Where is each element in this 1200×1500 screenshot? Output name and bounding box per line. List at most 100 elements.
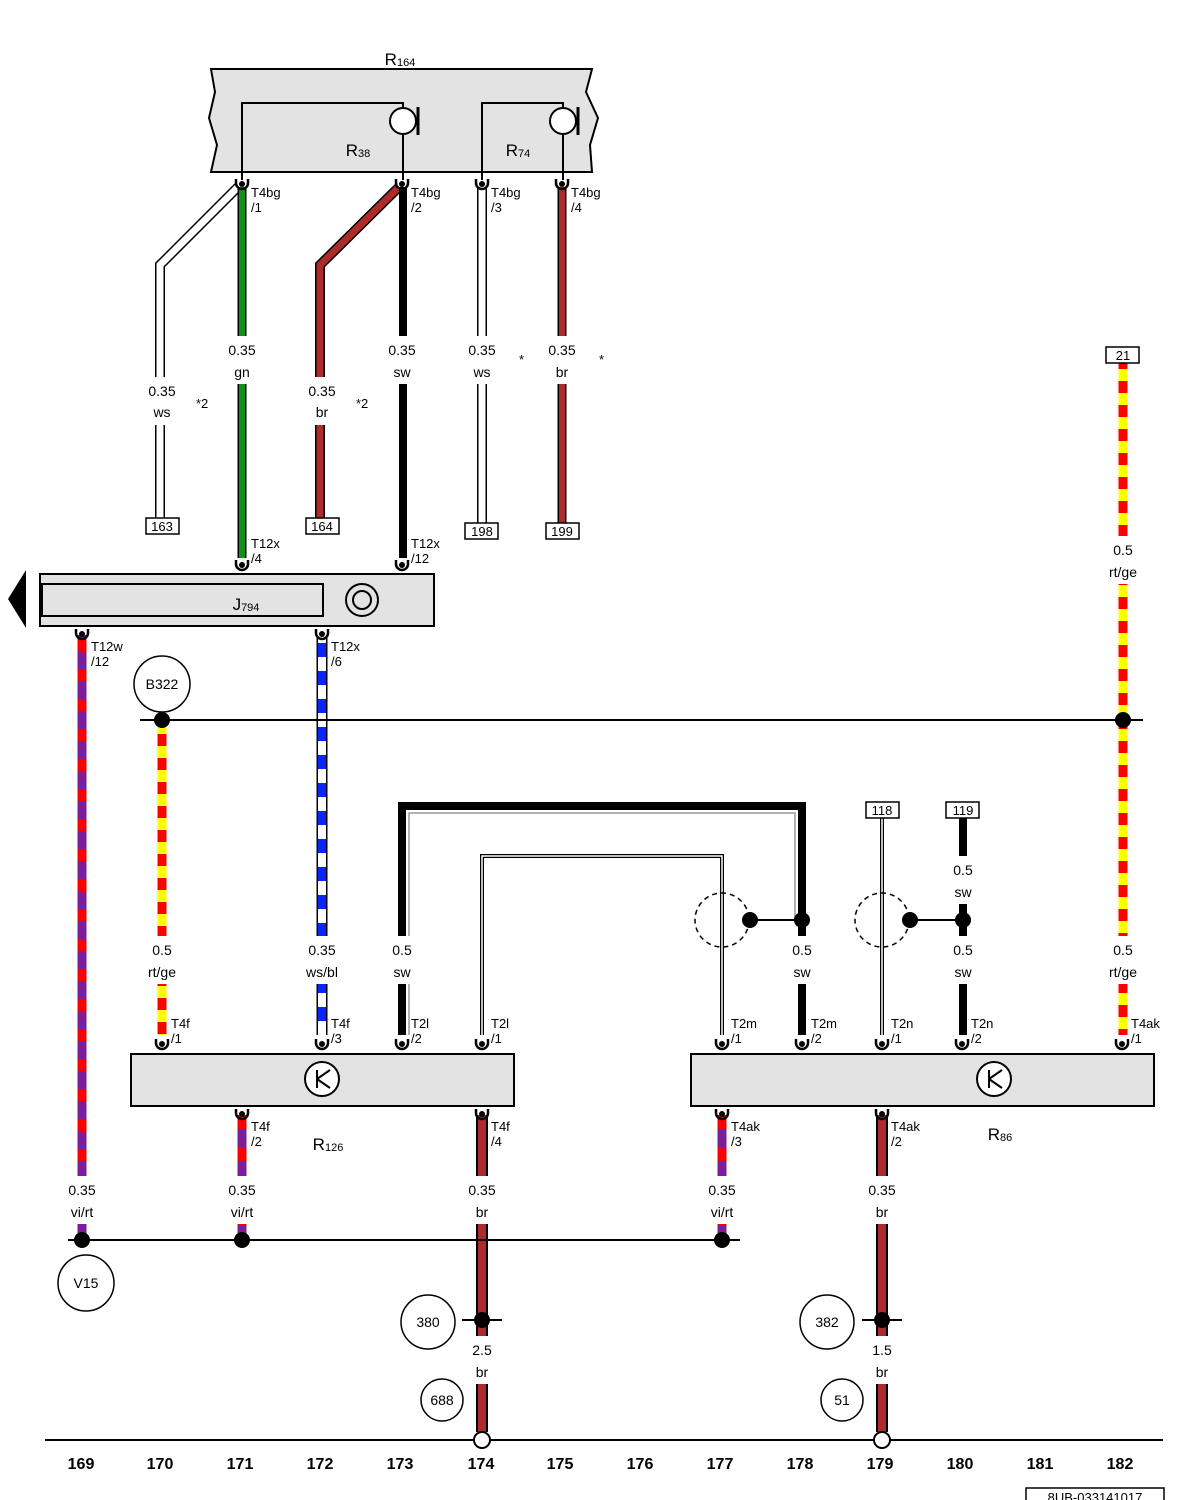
svg-text:0.35: 0.35 [228,342,255,358]
svg-text:51: 51 [834,1392,850,1408]
conn-t12w-12: T12w/12 [91,639,123,669]
svg-text:gn: gn [234,364,250,380]
r86-unit [690,1053,1155,1107]
col-173: 173 [387,1456,414,1473]
circle-v15: V15 [57,1254,115,1312]
svg-text:ws/bl: ws/bl [305,964,338,980]
col-176: 176 [627,1456,654,1473]
label-w12: 0.5sw [943,856,983,904]
ground-line [45,1431,1163,1449]
r126-label: R126 [313,1135,344,1154]
conn-t2n-1: T2n/1 [891,1016,913,1046]
wire-sw-loop [398,802,806,1035]
svg-text:rt/ge: rt/ge [1109,564,1137,580]
svg-text:br: br [876,1364,889,1380]
j794-label: J794 [233,595,260,614]
svg-text:br: br [876,1204,889,1220]
conn-t4bg-4: T4bg/4 [571,185,601,215]
label-w11: 0.5sw [782,936,822,984]
col-175: 175 [547,1456,574,1473]
j794-unit [8,570,435,628]
svg-text:vi/rt: vi/rt [71,1204,94,1220]
svg-text:21: 21 [1116,348,1130,363]
svg-text:br: br [476,1204,489,1220]
svg-text:B322: B322 [146,676,179,692]
svg-text:br: br [556,364,569,380]
svg-text:198: 198 [471,524,493,539]
ref-21: 21 [1105,346,1140,364]
svg-text:164: 164 [311,519,333,534]
svg-text:rt/ge: rt/ge [1109,964,1137,980]
column-numbers: 169 170 171 172 173 174 175 176 177 178 … [68,1456,1134,1473]
r74-speaker-icon [549,107,580,135]
label-w9: 0.35 ws/bl [296,936,348,984]
conn-t4ak-2: T4ak/2 [891,1119,920,1149]
label-w21: 1.5br [864,1336,900,1384]
col-172: 172 [307,1456,334,1473]
label-w17: 0.35 br [462,1176,502,1224]
col-170: 170 [147,1456,174,1473]
conn-t2m-2: T2m/2 [811,1016,837,1046]
r38-label: R38 [346,141,371,160]
svg-text:vi/rt: vi/rt [231,1204,254,1220]
label-w13: 0.5sw [943,936,983,984]
conn-t4bg-2: T4bg/2 [411,185,441,215]
svg-text:119: 119 [953,803,974,818]
r164-internal-wiring [241,102,564,180]
svg-text:sw: sw [393,964,411,980]
col-177: 177 [707,1456,734,1473]
b322-junction [154,712,170,728]
svg-text:0.35: 0.35 [228,1182,255,1198]
footnote-marks: *2 *2 * * [196,352,604,411]
conn-t2l-1: T2l/1 [491,1016,509,1046]
svg-text:0.35: 0.35 [708,1182,735,1198]
svg-text:vi/rt: vi/rt [711,1204,734,1220]
ref-119: 119 [945,801,980,819]
splice-382 [862,1312,902,1328]
svg-text:sw: sw [393,364,411,380]
col-174: 174 [468,1456,495,1473]
col-180: 180 [947,1456,974,1473]
conn-t4bg-3: T4bg/3 [491,185,521,215]
svg-text:0.35: 0.35 [468,1182,495,1198]
svg-text:688: 688 [430,1392,454,1408]
reference-boxes: 163 164 198 199 21 118 119 [145,346,1140,819]
svg-text:0.5: 0.5 [953,862,973,878]
svg-text:0.35: 0.35 [388,342,415,358]
conn-t12x-12: T12x/12 [411,536,440,566]
svg-text:br: br [476,1364,489,1380]
svg-text:0.35: 0.35 [308,942,335,958]
svg-text:0.5: 0.5 [953,942,973,958]
svg-text:0.5: 0.5 [1113,942,1133,958]
svg-text:0.5: 0.5 [152,942,172,958]
svg-text:ws: ws [152,404,170,420]
note-star-2b: *2 [356,396,368,411]
label-w16: 0.35 vi/rt [220,1176,264,1224]
svg-text:382: 382 [815,1314,839,1330]
conn-t4ak-3: T4ak/3 [731,1119,760,1149]
label-w2: 0.35 gn [222,336,262,384]
shield-left [694,892,810,948]
r86-label: R86 [988,1125,1013,1144]
svg-text:2.5: 2.5 [472,1342,492,1358]
col-181: 181 [1027,1456,1054,1473]
col-178: 178 [787,1456,814,1473]
svg-text:br: br [316,404,329,420]
svg-text:0.5: 0.5 [1113,542,1133,558]
note-star-a: * [519,352,524,367]
svg-text:0.5: 0.5 [792,942,812,958]
svg-text:199: 199 [551,524,573,539]
label-w4: 0.35 sw [382,336,422,384]
svg-text:163: 163 [151,519,173,534]
connector-labels: T4bg/1 T4bg/2 T4bg/3 T4bg/4 T12x/4 T12x/… [91,185,1160,1149]
conn-t4f-2: T4f/2 [251,1119,270,1149]
wire-br-164 [315,183,403,518]
bus-line-v15 [68,1232,740,1248]
circled-labels: B322 V15 380 382 688 51 [57,655,864,1422]
conn-t12x-6: T12x/6 [331,639,360,669]
